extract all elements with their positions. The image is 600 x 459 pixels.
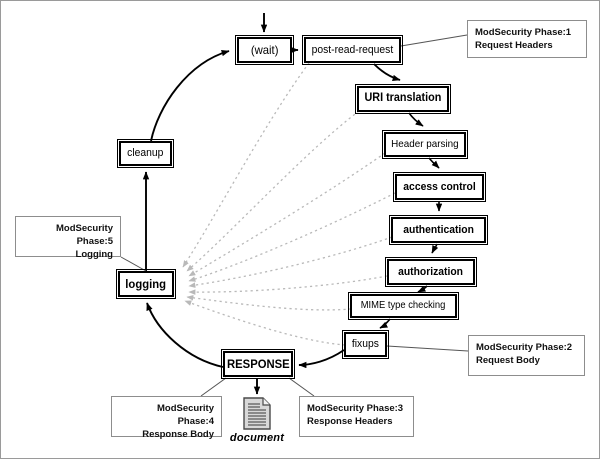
node-mime-type-checking-label: MIME type checking <box>361 300 446 311</box>
callout-phase-2-line-1: ModSecurity Phase:2 <box>476 342 573 353</box>
node-uri-translation-label: URI translation <box>364 92 442 105</box>
logedge-authz-logging <box>188 275 388 295</box>
callout-phase-5-line-2: Logging <box>75 248 113 260</box>
callout-phase-4-line-2: Response Body <box>142 428 214 440</box>
edge-cleanup-wait <box>150 49 230 142</box>
node-fixups[interactable]: fixups <box>342 330 389 359</box>
callout-phase-5-line-1: ModSecurity Phase:5 <box>55 223 113 247</box>
callout-phase-3-line-2: Response Headers <box>307 415 393 427</box>
node-header-parsing-label: Header parsing <box>391 138 459 151</box>
node-cleanup[interactable]: cleanup <box>117 139 174 168</box>
logedge-hdr_parse-logging <box>188 152 386 277</box>
node-post-read-request-label: post-read-request <box>311 43 394 56</box>
node-header-parsing[interactable]: Header parsing <box>382 130 468 159</box>
leader-phase4-response <box>200 377 227 397</box>
node-authentication-label: authentication <box>403 223 474 236</box>
node-post-read-request[interactable]: post-read-request <box>302 35 403 65</box>
node-wait-label: (wait) <box>250 43 279 57</box>
node-logging-label: logging <box>125 277 167 291</box>
leader-phase5-logging <box>120 256 147 272</box>
callout-modsecurity-phase-4: ModSecurity Phase:4 Response Body <box>111 396 222 440</box>
callout-phase-3-line-1: ModSecurity Phase:3 <box>307 403 404 414</box>
edge-response-logging <box>146 302 224 368</box>
logedge-uri_trans-logging <box>186 110 360 272</box>
callout-phase-2-line-2: Request Body <box>476 354 540 366</box>
document-icon <box>243 397 271 430</box>
node-wait[interactable]: (wait) <box>235 35 294 65</box>
edge-fixups-response <box>298 349 345 369</box>
node-cleanup-label: cleanup <box>127 147 164 159</box>
edge-hdr_parse-access_ctrl <box>428 157 440 169</box>
logedge-fixups-logging <box>184 300 346 346</box>
node-fixups-label: fixups <box>351 338 380 350</box>
node-mime-type-checking[interactable]: MIME type checking <box>348 292 459 320</box>
document-output: document <box>222 397 292 444</box>
callout-phase-1-line-1: ModSecurity Phase:1 <box>475 27 572 38</box>
node-authorization[interactable]: authorization <box>385 257 477 287</box>
edge-authz-mime <box>417 285 428 293</box>
edge-mime-fixups <box>379 318 391 329</box>
callout-modsecurity-phase-1: ModSecurity Phase:1 Request Headers <box>467 20 587 58</box>
node-logging[interactable]: logging <box>116 269 176 299</box>
node-authorization-label: authorization <box>398 265 464 278</box>
leader-phase3-response <box>288 377 315 397</box>
callout-modsecurity-phase-3: ModSecurity Phase:3 Response Headers <box>299 396 414 437</box>
logedge-post_read-logging <box>182 62 310 268</box>
node-response-label: RESPONSE <box>226 357 290 371</box>
leader-phase1-post_read <box>400 34 468 47</box>
callout-modsecurity-phase-2: ModSecurity Phase:2 Request Body <box>468 335 585 376</box>
node-response[interactable]: RESPONSE <box>221 349 295 379</box>
node-access-control[interactable]: access control <box>393 172 486 202</box>
node-access-control-label: access control <box>403 180 476 193</box>
callout-modsecurity-phase-5: ModSecurity Phase:5 Logging <box>15 216 121 260</box>
document-label: document <box>229 432 285 444</box>
leader-phase2-fixups <box>386 345 469 352</box>
edge-authn-authz <box>431 243 439 254</box>
edge-uri_trans-hdr_parse <box>408 112 424 127</box>
callout-phase-1-line-2: Request Headers <box>475 39 553 51</box>
logedge-mime-logging <box>186 295 352 311</box>
edge-post_read-uri_trans <box>373 63 401 82</box>
logedge-access_ctrl-logging <box>188 192 396 282</box>
node-uri-translation[interactable]: URI translation <box>355 84 451 114</box>
logedge-authn-logging <box>188 236 393 288</box>
callout-phase-4-line-1: ModSecurity Phase:4 <box>156 403 214 427</box>
flow-edges <box>142 13 443 395</box>
node-authentication[interactable]: authentication <box>389 215 488 245</box>
